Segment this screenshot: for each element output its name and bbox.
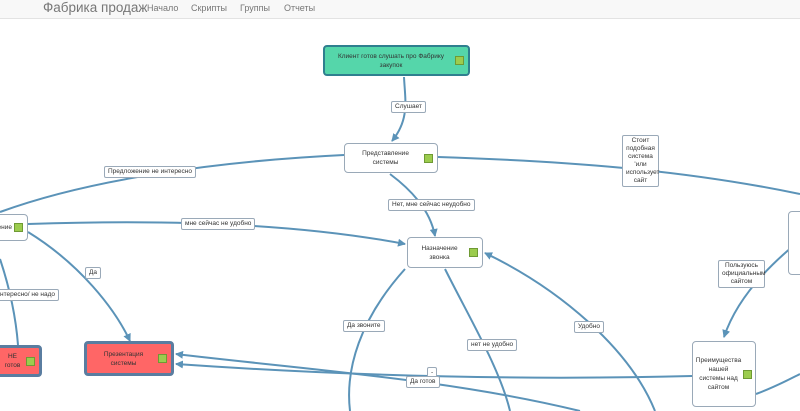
node-not-ready[interactable]: НЕ готов — [0, 345, 42, 377]
edge-label-listens[interactable]: Слушает — [391, 101, 426, 113]
edge-label-stands-info[interactable]: Стоит подобная система 'или использует с… — [622, 135, 660, 187]
edge-label-convenient[interactable]: Удобно — [574, 321, 604, 333]
node-call-appointment[interactable]: Назначение звонка — [407, 237, 483, 268]
node-presentation-system[interactable]: Представление системы — [344, 143, 438, 173]
nav-link-scripts[interactable]: Скрипты — [191, 3, 227, 13]
checkbox-icon[interactable] — [424, 153, 433, 163]
edge-presentation-to-right — [437, 156, 800, 195]
node-left-partial[interactable]: ление — [0, 214, 28, 241]
checkbox-icon[interactable] — [158, 354, 167, 363]
edge-label-yes-ready[interactable]: Да готов — [406, 376, 440, 388]
node-presentation-final-label: Презентация системы — [103, 350, 144, 367]
node-start-label: Клиент готов слушать про Фабрику закупок — [337, 52, 445, 69]
checkbox-icon[interactable] — [14, 223, 23, 232]
edge-label-yes[interactable]: Да — [85, 267, 102, 279]
edge-low-to-final — [175, 350, 581, 411]
navbar: Фабрика продаж Начало Скрипты Группы Отч… — [0, 0, 800, 19]
node-start[interactable]: Клиент готов слушать про Фабрику закупок — [323, 45, 470, 76]
edge-label-uses-official[interactable]: Пользуюсь официальным сайтом — [718, 260, 765, 288]
node-left-partial-label: ление — [0, 224, 12, 231]
node-presentation-system-label: Представление системы — [362, 150, 409, 166]
brand-logo[interactable]: Фабрика продаж — [43, 0, 148, 15]
checkbox-icon[interactable] — [455, 56, 464, 65]
edge-label-now-inconvenient-2[interactable]: мне сейчас не удобно — [181, 218, 256, 230]
flow-canvas[interactable]: Клиент готов слушать про Фабрику закупок… — [0, 19, 800, 411]
node-advantages-label: Преимущества нашей системы над сайтом — [695, 357, 742, 391]
edge-right-to-advantages — [722, 246, 793, 338]
node-presentation-final[interactable]: Презентация системы — [84, 341, 174, 376]
nav-link-home[interactable]: Начало — [147, 3, 179, 13]
edge-label-call-back[interactable]: Да звоните — [343, 320, 385, 332]
checkbox-icon[interactable] — [469, 248, 478, 257]
edge-low-to-call — [484, 252, 656, 411]
node-call-appointment-label: Назначение звонка — [421, 244, 458, 261]
checkbox-icon[interactable] — [26, 356, 35, 366]
edge-label-not-interesting-2[interactable]: нтересно/ не надо — [0, 289, 60, 301]
nav-link-groups[interactable]: Группы — [240, 3, 270, 13]
node-right-partial[interactable] — [788, 211, 800, 275]
edge-call-down-left — [348, 268, 406, 411]
nav-link-reports[interactable]: Отчеты — [284, 3, 316, 13]
edge-advantages-right — [755, 373, 800, 395]
edge-left-down — [0, 258, 19, 346]
edge-label-not-convenient[interactable]: нет не удобно — [467, 339, 518, 351]
node-advantages[interactable]: Преимущества нашей системы над сайтом — [692, 341, 756, 407]
checkbox-icon[interactable] — [743, 369, 753, 379]
node-not-ready-label: НЕ готов — [4, 353, 21, 369]
edge-presentation-to-left — [0, 154, 345, 213]
edge-label-not-interesting[interactable]: Предложение не интересно — [104, 166, 196, 178]
edge-label-now-inconvenient[interactable]: Нет, мне сейчас неудобно — [388, 199, 475, 211]
edge-left-to-presentation-final — [27, 231, 131, 342]
edge-advantages-to-final — [175, 360, 693, 379]
